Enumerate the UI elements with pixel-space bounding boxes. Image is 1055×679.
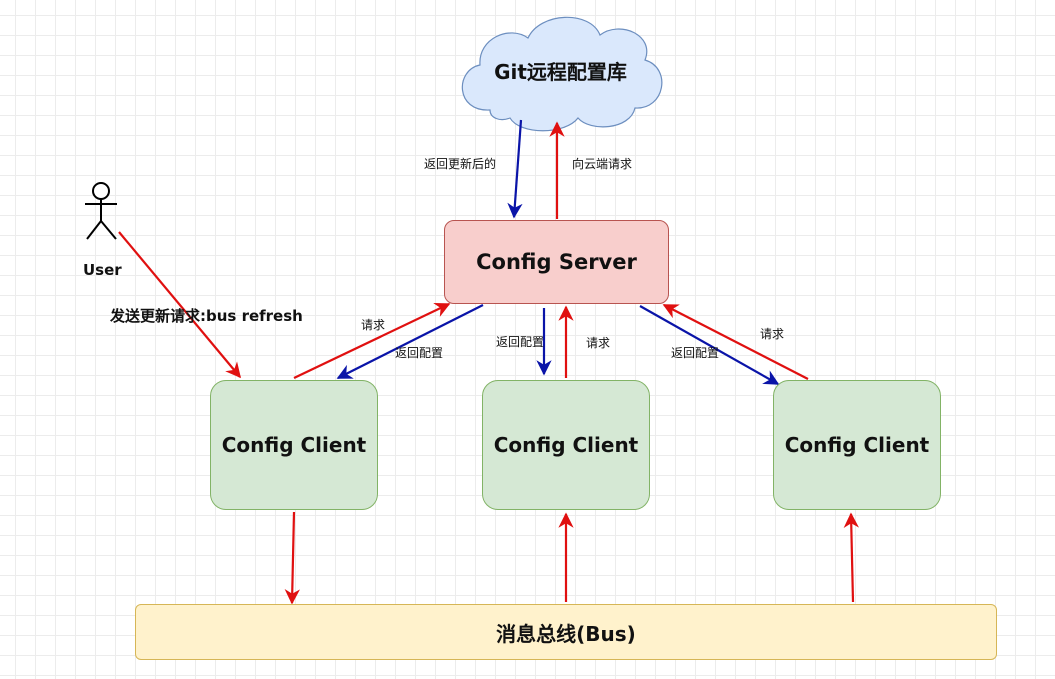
git-cloud-shape — [461, 16, 663, 132]
edge-label-client1-request: 请求 — [361, 318, 386, 332]
message-bus-node: 消息总线(Bus) — [135, 604, 997, 660]
edge-label-git-return: 返回更新后的 — [424, 157, 497, 171]
arrow-client3-request — [662, 304, 809, 380]
bus-refresh-request-label: 发送更新请求:bus refresh — [110, 307, 303, 325]
arrow-client1-to-bus — [284, 511, 301, 605]
edge-label-client2-request: 请求 — [586, 336, 611, 350]
config-server-label: Config Server — [476, 250, 637, 274]
config-client-label: Config Client — [221, 433, 367, 457]
edge-label-to-cloud: 向云端请求 — [572, 157, 633, 171]
edge-label-client2-return: 返回配置 — [496, 335, 545, 349]
edge-label-client1-return: 返回配置 — [395, 346, 444, 360]
edge-label-client3-request: 请求 — [760, 327, 785, 341]
arrow-user-to-client1 — [118, 231, 241, 379]
config-server-node: Config Server — [444, 220, 669, 304]
arrow-client1-request — [293, 303, 451, 379]
user-label: User — [83, 261, 122, 279]
config-client-node-2: Config Client — [482, 380, 650, 510]
arrow-bus-to-client3 — [843, 512, 860, 603]
config-client-label: Config Client — [493, 433, 639, 457]
user-actor-icon — [85, 182, 117, 240]
arrow-client1-return — [336, 304, 484, 379]
config-client-label: Config Client — [784, 433, 930, 457]
config-client-node-3: Config Client — [773, 380, 941, 510]
arrow-client3-return — [639, 305, 780, 385]
message-bus-label: 消息总线(Bus) — [496, 621, 636, 646]
edge-label-client3-return: 返回配置 — [671, 346, 720, 360]
arrow-git-to-server — [507, 119, 523, 219]
config-client-node-1: Config Client — [210, 380, 378, 510]
git-repo-label: Git远程配置库 — [494, 59, 627, 84]
